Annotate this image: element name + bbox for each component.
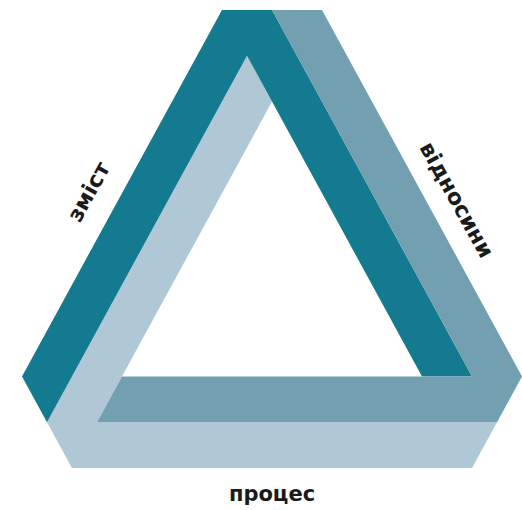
side-label: процес: [229, 484, 315, 505]
side-label: зміст: [64, 159, 114, 226]
medium-bar: [97, 10, 522, 422]
side-label: відносини: [415, 138, 497, 261]
